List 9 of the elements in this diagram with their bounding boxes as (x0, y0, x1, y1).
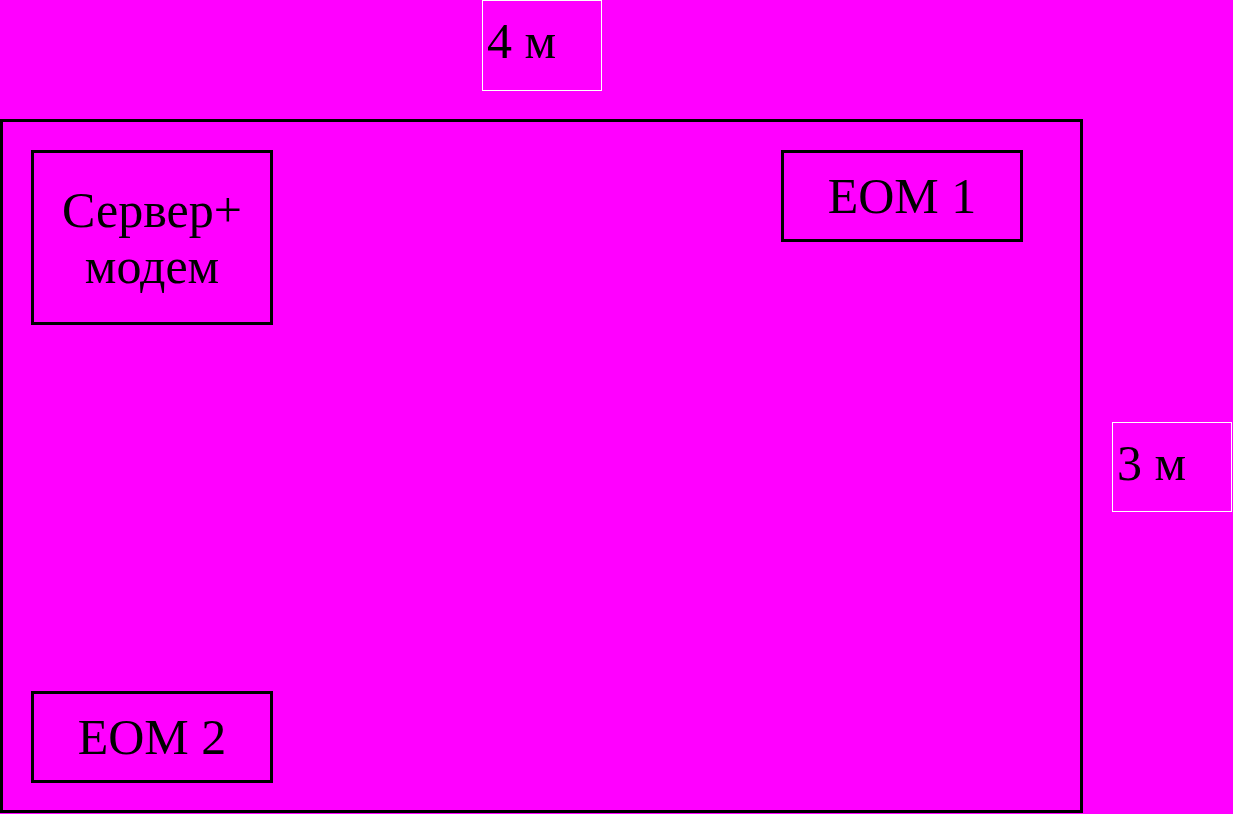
device-box (31, 150, 273, 325)
device-label: ЕОМ 2 (77, 709, 227, 765)
device-box (31, 691, 273, 783)
dimension-label: 4 м (482, 0, 602, 91)
dimension-label: 3 м (1112, 422, 1232, 512)
device-box (781, 150, 1023, 242)
device-label: Сервер+ модем (61, 181, 243, 294)
device-label: ЕОМ 1 (827, 168, 977, 224)
room-outline (0, 119, 1083, 813)
